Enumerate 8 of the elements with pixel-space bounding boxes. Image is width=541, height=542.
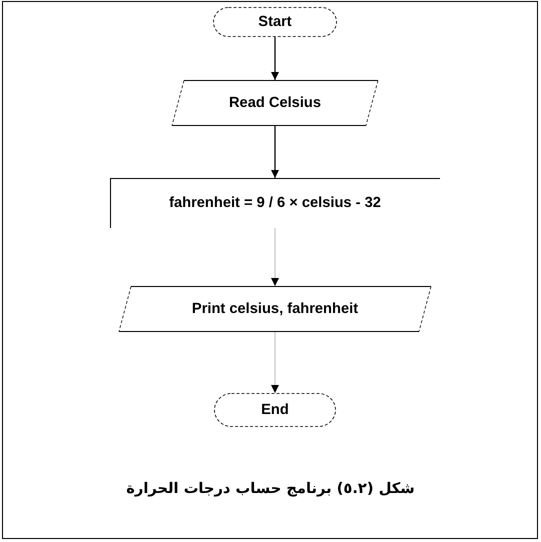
arrow [271, 126, 279, 178]
process-box: fahrenheit = 9 / 6 × celsius - 32 [110, 178, 440, 228]
io-parallelogram: Print celsius, fahrenheit [119, 286, 431, 332]
caption: شكل (٥.٢) برنامج حساب درجات الحرارة [125, 480, 416, 497]
arrow [271, 37, 279, 80]
io-parallelogram: Read Celsius [172, 80, 378, 126]
arrow [271, 228, 279, 286]
arrow [271, 332, 279, 393]
